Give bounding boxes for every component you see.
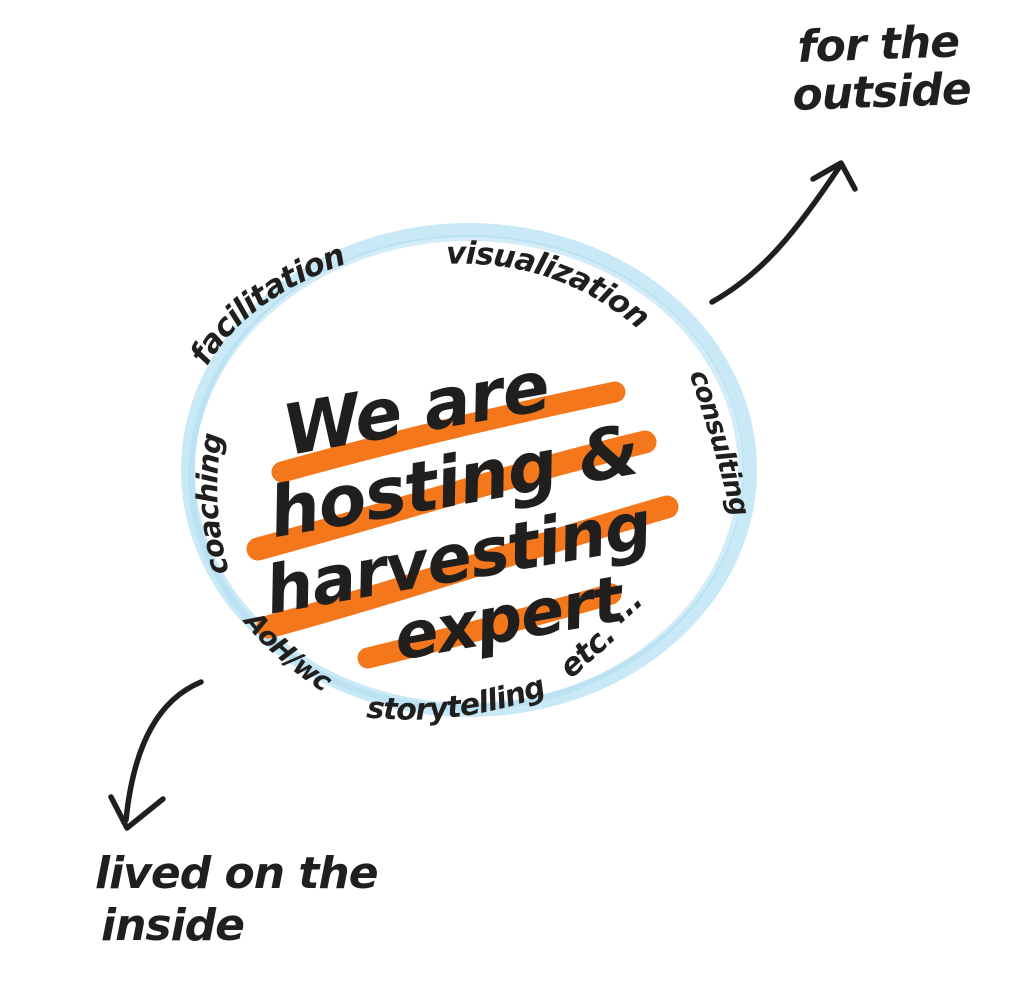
arrow-to-outside bbox=[709, 163, 843, 305]
arrow-to-inside bbox=[123, 679, 204, 823]
ring-word-facilitation: facilitation bbox=[183, 237, 349, 371]
orange-swoosh-2 bbox=[246, 430, 657, 561]
label-outside-line-1: for the bbox=[797, 16, 960, 73]
arrow-to-outside-head bbox=[810, 160, 858, 192]
ring-word-visualization: visualization bbox=[446, 235, 656, 335]
orange-swoosh-4 bbox=[357, 583, 622, 669]
ring-word-storytelling: storytelling bbox=[365, 669, 549, 728]
circle-ring-overstroke bbox=[188, 234, 744, 712]
orange-swoosh-1 bbox=[271, 381, 626, 483]
label-inside-line-2: inside bbox=[101, 900, 244, 951]
label-outside-line-2: outside bbox=[792, 64, 972, 121]
arrow-to-inside-head bbox=[108, 794, 166, 831]
orange-swoosh-3 bbox=[256, 495, 679, 639]
label-inside-line-1: lived on the bbox=[95, 848, 378, 899]
